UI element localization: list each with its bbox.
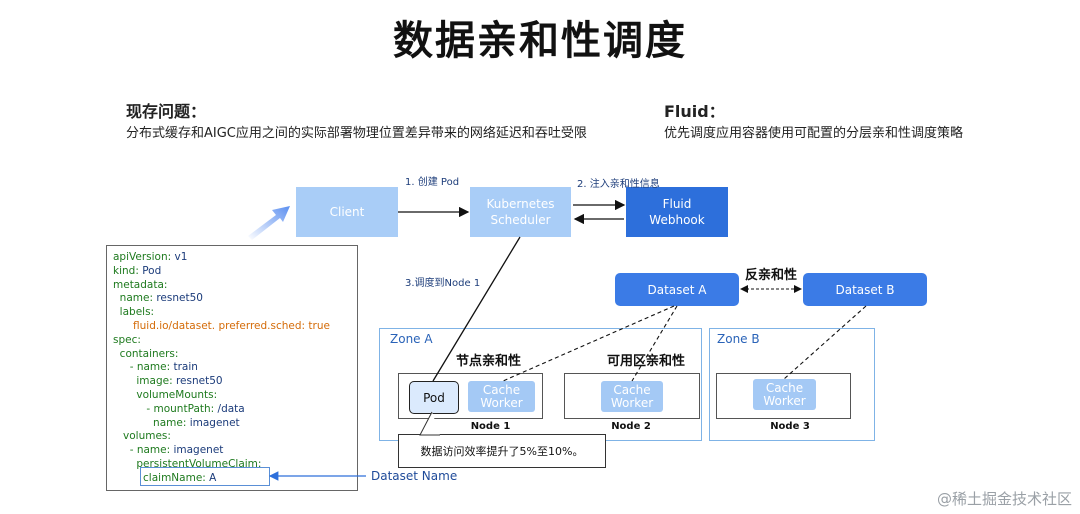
client-label: Client <box>329 205 365 219</box>
yaml-key: name: <box>113 292 157 305</box>
anti-affinity-label: 反亲和性 <box>745 268 798 283</box>
worker-label: Worker <box>763 393 806 408</box>
cache-label: Cache <box>765 380 804 395</box>
yaml-key: - mountPath: <box>113 402 218 415</box>
scheduler-to-pod-line <box>432 236 521 382</box>
yaml-line: fluid.io/dataset. preferred.sched: true <box>113 320 357 334</box>
yaml-line: spec: <box>113 334 357 348</box>
yaml-line: persistentVolumeClaim: <box>113 458 357 472</box>
fluid-heading: Fluid： <box>664 102 725 121</box>
decorative-arrow <box>248 206 290 240</box>
yaml-line: kind: Pod <box>113 265 357 279</box>
cache-label: Cache <box>482 382 521 397</box>
yaml-key: apiVersion: <box>113 251 175 263</box>
yaml-line: - name: imagenet <box>113 444 357 458</box>
yaml-label-line: fluid.io/dataset. preferred.sched: true <box>113 319 330 332</box>
yaml-line: volumeMounts: <box>113 389 357 403</box>
yaml-key: kind: <box>113 264 143 277</box>
scheduler-label-1: Kubernetes <box>486 197 555 211</box>
node-2-label: Node 2 <box>611 421 651 432</box>
callout-pointer <box>419 411 440 436</box>
zone-affinity-label: 可用区亲和性 <box>607 354 686 369</box>
worker-label: Worker <box>480 395 523 410</box>
page-title: 数据亲和性调度 <box>393 18 687 64</box>
yaml-value: /data <box>217 402 245 415</box>
dataset-a-box: Dataset A <box>615 273 739 306</box>
webhook-label-2: Webhook <box>649 213 705 227</box>
zone-a-label: Zone A <box>390 332 433 346</box>
yaml-key: - name: <box>113 361 174 374</box>
dataset-b-to-cache3-line <box>783 305 867 380</box>
node-3-label: Node 3 <box>770 421 810 432</box>
yaml-key: volumes: <box>113 430 171 443</box>
dataset-b-box: Dataset B <box>803 273 927 306</box>
dataset-name-label: Dataset Name <box>371 469 458 483</box>
cache-label: Cache <box>613 382 651 397</box>
create-pod-label: 1. 创建 Pod <box>405 177 460 188</box>
dataset-b-label: Dataset B <box>835 282 895 297</box>
yaml-line: containers: <box>113 348 357 362</box>
fluid-text: 优先调度应用容器使用可配置的分层亲和性调度策略 <box>664 126 964 141</box>
yaml-key: spec: <box>113 333 141 346</box>
yaml-line: name: resnet50 <box>113 292 357 306</box>
yaml-value: resnet50 <box>175 375 223 388</box>
yaml-key: name: <box>113 416 190 429</box>
yaml-key: persistentVolumeClaim: <box>113 457 262 470</box>
yaml-line: name: imagenet <box>113 417 357 431</box>
watermark: @稀土掘金技术社区 <box>936 490 1072 508</box>
pod-box: Pod <box>409 381 459 414</box>
client-box: Client <box>296 187 398 237</box>
yaml-value: imagenet <box>189 416 240 429</box>
dataset-a-to-cache2-line <box>631 305 678 382</box>
schedule-node1-label: 3.调度到Node 1 <box>405 278 481 289</box>
yaml-key: containers: <box>113 347 179 360</box>
webhook-label-1: Fluid <box>662 197 692 211</box>
node-1-label: Node 1 <box>470 421 511 432</box>
yaml-value: train <box>173 361 198 374</box>
pod-label: Pod <box>423 390 445 405</box>
yaml-key: labels: <box>113 306 155 319</box>
yaml-line: - name: train <box>113 361 357 375</box>
yaml-line: image: resnet50 <box>113 375 357 389</box>
yaml-value: resnet50 <box>156 292 203 305</box>
yaml-line: claimName: A <box>113 472 357 486</box>
yaml-value: A <box>209 471 217 484</box>
yaml-key: image: <box>113 375 176 388</box>
yaml-line: apiVersion: v1 <box>113 251 357 265</box>
yaml-key: volumeMounts: <box>113 388 218 401</box>
zone-b-label: Zone B <box>717 332 760 346</box>
dataset-a-to-cache1-line <box>502 305 675 382</box>
scheduler-label-2: Scheduler <box>490 213 551 227</box>
node-affinity-label: 节点亲和性 <box>456 354 522 369</box>
yaml-key: metadata: <box>113 278 168 291</box>
efficiency-callout: 数据访问效率提升了5%至10%。 <box>398 434 606 468</box>
dataset-a-label: Dataset A <box>647 282 707 297</box>
inject-affinity-label: 2. 注入亲和性信息 <box>577 179 660 190</box>
yaml-line: - mountPath: /data <box>113 403 357 417</box>
yaml-value: v1 <box>174 251 188 263</box>
yaml-key: - name: <box>113 444 174 457</box>
yaml-line: volumes: <box>113 430 357 444</box>
yaml-line: labels: <box>113 306 357 320</box>
problem-heading: 现存问题： <box>126 102 207 121</box>
yaml-key: claimName: <box>113 471 210 484</box>
yaml-value: Pod <box>142 264 162 277</box>
problem-text: 分布式缓存和AIGC应用之间的实际部署物理位置差异带来的网络延迟和吞吐受限 <box>126 126 587 141</box>
yaml-value: imagenet <box>173 444 224 457</box>
worker-label: Worker <box>610 395 654 410</box>
yaml-line: metadata: <box>113 279 357 293</box>
